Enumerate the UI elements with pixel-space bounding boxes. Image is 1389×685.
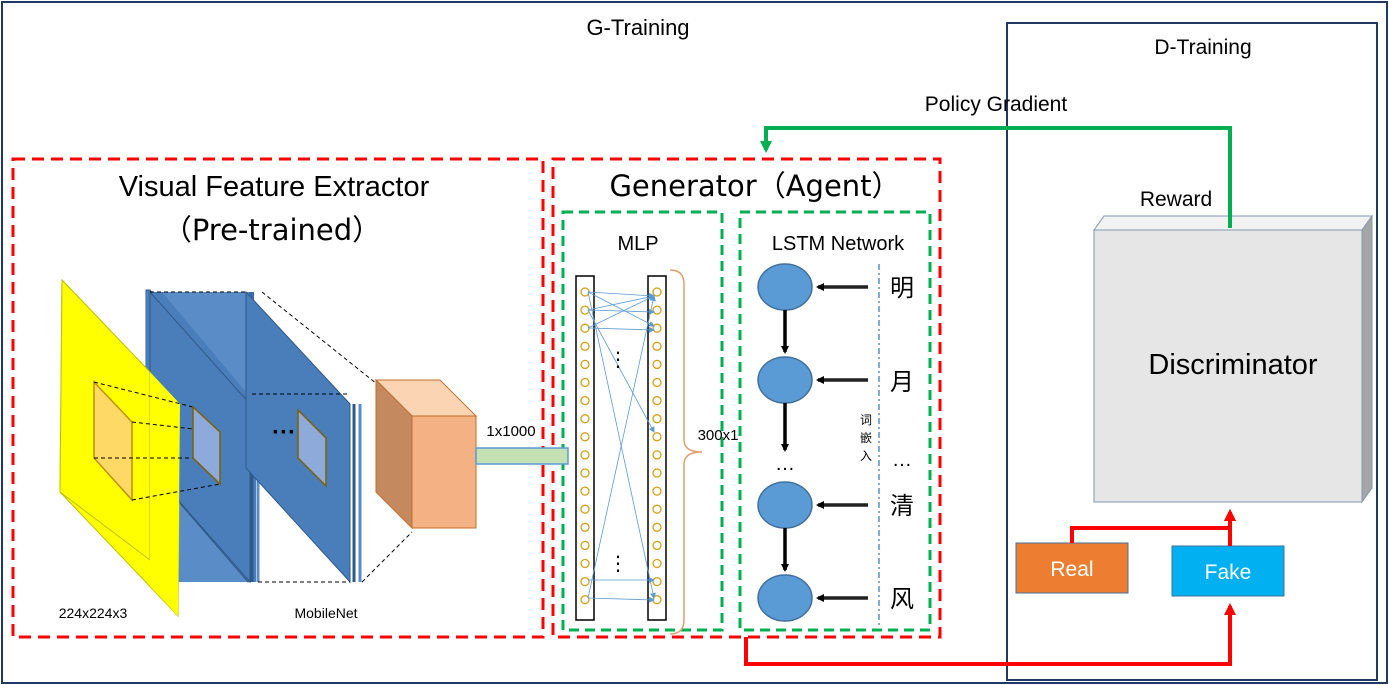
mlp-neuron (580, 504, 590, 514)
real-box (1015, 542, 1129, 594)
input-size-label: 224x224x3 (59, 605, 128, 621)
lstm-ellipsis: … (775, 453, 795, 475)
receptive-field-layer1 (192, 405, 221, 486)
svg-text:嵌: 嵌 (860, 431, 872, 445)
word-1: 明 (890, 274, 914, 302)
mlp-connections (587, 291, 656, 603)
mlp-neuron (580, 414, 590, 424)
mlp-output-brace (669, 269, 703, 635)
mlp-neuron (652, 432, 662, 442)
receptive-field-layer2 (297, 408, 327, 488)
lstm-node (757, 481, 813, 529)
mlp-neuron (580, 468, 590, 478)
mlp-neuron (652, 287, 662, 297)
generator-box (551, 157, 942, 639)
lstm-node (757, 356, 813, 404)
policy-gradient-arrow (760, 126, 1232, 228)
mlp-neuron (652, 595, 662, 605)
mlp-neuron (580, 323, 590, 333)
mlp-neuron (652, 576, 662, 587)
layer-connectors (150, 291, 413, 583)
reward-label: Reward (1140, 188, 1212, 211)
mlp-output-layer (647, 275, 667, 621)
embedding-label: 词 嵌 入 (860, 413, 872, 463)
mlp-neuron (580, 558, 590, 569)
vfe-title-line2: （Pre-trained） (163, 213, 381, 247)
d-training-label: D-Training (1154, 36, 1251, 59)
mlp-neuron (580, 287, 590, 297)
mlp-ellipsis-bottom: ⋮ (608, 553, 628, 575)
svg-text:词: 词 (860, 413, 872, 427)
word-3: 清 (890, 492, 914, 520)
mlp-neuron (652, 359, 662, 370)
discriminator-label: Discriminator (1148, 349, 1318, 381)
poem-words: 明 月 … 清 风 (890, 274, 914, 613)
mlp-neuron (652, 558, 662, 569)
feature-vector-bar (475, 447, 569, 465)
mlp-label: MLP (617, 233, 658, 255)
word-4: 风 (890, 585, 914, 613)
mlp-input-neurons (580, 287, 590, 605)
mlp-neuron (652, 414, 662, 424)
fake-box (1171, 545, 1285, 597)
feature-cube (374, 378, 478, 530)
mlp-neuron (652, 305, 662, 315)
d-training-frame (1006, 22, 1378, 681)
mlp-neuron (580, 450, 590, 460)
mlp-neuron (580, 432, 590, 442)
word-ellipsis: … (892, 449, 912, 471)
visual-feature-extractor-box (11, 157, 545, 639)
mlp-neuron (652, 540, 662, 551)
lstm-node (757, 263, 813, 311)
mlp-output-neurons (652, 287, 662, 605)
g-training-label: G-Training (586, 15, 689, 40)
mlp-neuron (580, 486, 590, 496)
mlp-neuron (652, 395, 662, 406)
vfe-title-line1: Visual Feature Extractor (119, 171, 430, 203)
mlp-neuron (652, 450, 662, 460)
generator-title: Generator（Agent） (609, 169, 900, 203)
mlp-neuron (652, 377, 662, 388)
feature-size-label: 1x1000 (486, 423, 535, 440)
fake-label: Fake (1205, 561, 1252, 584)
mlp-ellipsis-top: ⋮ (608, 349, 628, 371)
discriminator-block (1093, 214, 1373, 504)
mlp-neuron (580, 359, 590, 370)
word-2: 月 (890, 368, 914, 396)
svg-text:入: 入 (860, 449, 872, 463)
mlp-neuron (652, 323, 662, 333)
generator-to-fake-arrow (744, 603, 1236, 666)
mlp-neuron (652, 522, 662, 532)
mlp-neuron (580, 395, 590, 406)
mlp-input-layer (575, 275, 595, 621)
mlp-neuron (580, 305, 590, 315)
word-input-arrows (816, 283, 868, 602)
real-to-discriminator-arrow (1070, 509, 1236, 543)
mlp-neuron (580, 595, 590, 605)
policy-gradient-label: Policy Gradient (925, 93, 1068, 116)
mlp-neuron (652, 341, 662, 351)
lstm-node (757, 574, 813, 622)
conv-ellipsis: ··· (272, 419, 296, 446)
mlp-neuron (580, 540, 590, 551)
mlp-neuron (580, 522, 590, 532)
mlp-neuron (580, 341, 590, 351)
mobilenet-label: MobileNet (294, 605, 357, 621)
real-label: Real (1050, 558, 1093, 581)
mlp-box (561, 210, 724, 632)
mlp-neuron (580, 576, 590, 587)
mlp-neuron (652, 504, 662, 514)
lstm-network-label: LSTM Network (772, 233, 905, 255)
lstm-nodes (757, 263, 813, 622)
mlp-neuron (652, 468, 662, 478)
mlp-output-size-label: 300x1 (698, 427, 739, 444)
mlp-neuron (652, 486, 662, 496)
mlp-neuron (580, 377, 590, 388)
